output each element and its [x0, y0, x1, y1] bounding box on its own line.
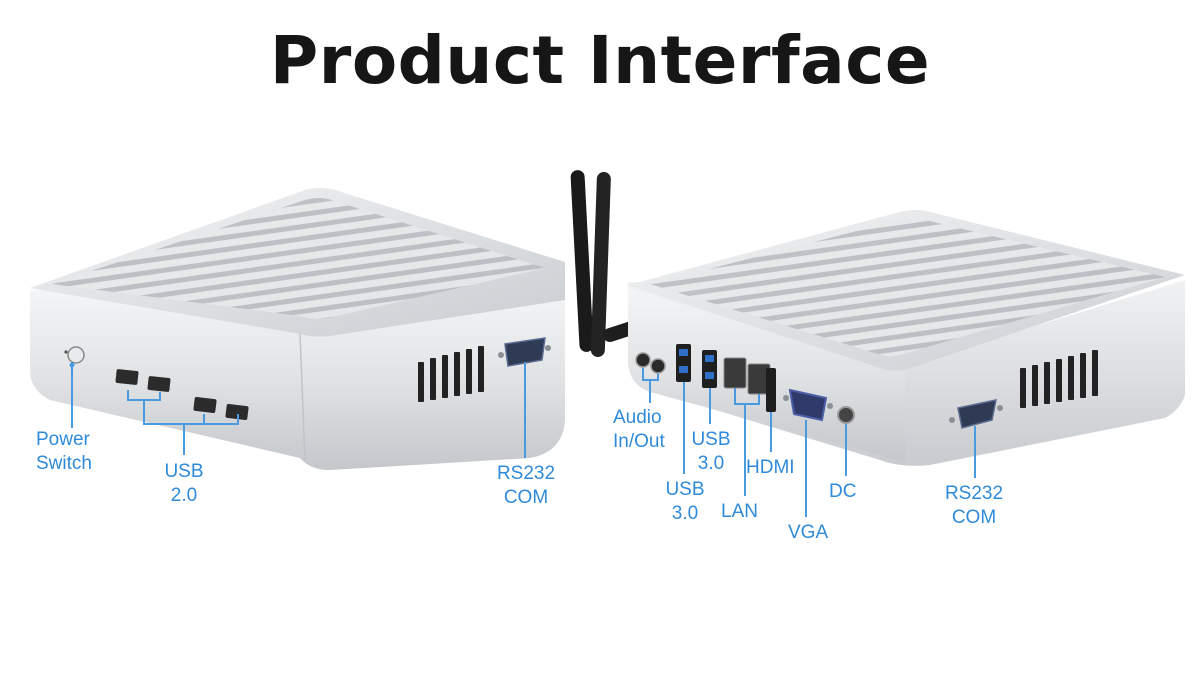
label-lan: LAN [721, 501, 758, 522]
left-mini-pc [30, 188, 565, 470]
right-mini-pc [628, 210, 1185, 466]
label-hdmi: HDMI [746, 457, 795, 478]
page-title: Product Interface [269, 22, 931, 99]
label-dc: DC [829, 481, 857, 502]
rs232-port-left [498, 337, 551, 367]
label-usb30-b: USB 3.0 [691, 429, 731, 474]
label-rs232-com-left: RS232 COM [496, 463, 556, 508]
label-audio-in-out: Audio In/Out [613, 407, 665, 452]
label-usb30-a: USB 3.0 [665, 479, 705, 524]
power-button-icon [67, 346, 85, 364]
label-usb20: USB 2.0 [164, 461, 204, 506]
label-vga: VGA [788, 522, 829, 543]
callout-lines [69, 362, 976, 517]
label-rs232-com-right: RS232 COM [944, 483, 1004, 528]
usb2-ports [115, 369, 249, 421]
label-power-switch: Power Switch [36, 429, 92, 474]
